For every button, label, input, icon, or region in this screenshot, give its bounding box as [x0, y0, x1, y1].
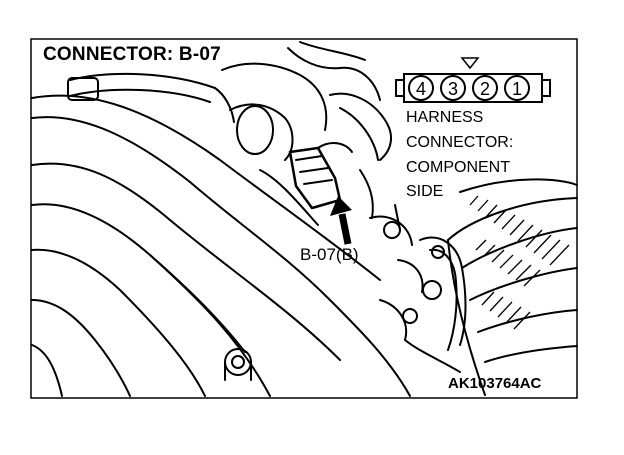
connector-callout-label: B-07(B) [300, 245, 359, 264]
figure-id: AK103764AC [448, 375, 542, 392]
connector-note-line: CONNECTOR: [406, 134, 514, 151]
connector-note-line: COMPONENT [406, 159, 510, 176]
connector-pin-1 [504, 75, 530, 101]
connector-pin-3 [440, 75, 466, 101]
connector-pin-4 [408, 75, 434, 101]
connector-pin-number: 2 [480, 79, 490, 99]
connector-face: 4 3 2 1 [395, 57, 551, 103]
duct-ribs [469, 195, 570, 330]
connector-pin-number: 3 [448, 79, 458, 99]
connector-pin-number: 4 [416, 79, 426, 99]
pointer-arrow [330, 196, 352, 245]
intake-manifold-drawing [31, 41, 578, 397]
diagram-title: CONNECTOR: B-07 [43, 44, 221, 65]
connector-note-line: SIDE [406, 183, 444, 200]
connector-note-line: HARNESS [406, 109, 484, 126]
connector-pin-2 [472, 75, 498, 101]
connector-pin-number: 1 [512, 79, 522, 99]
